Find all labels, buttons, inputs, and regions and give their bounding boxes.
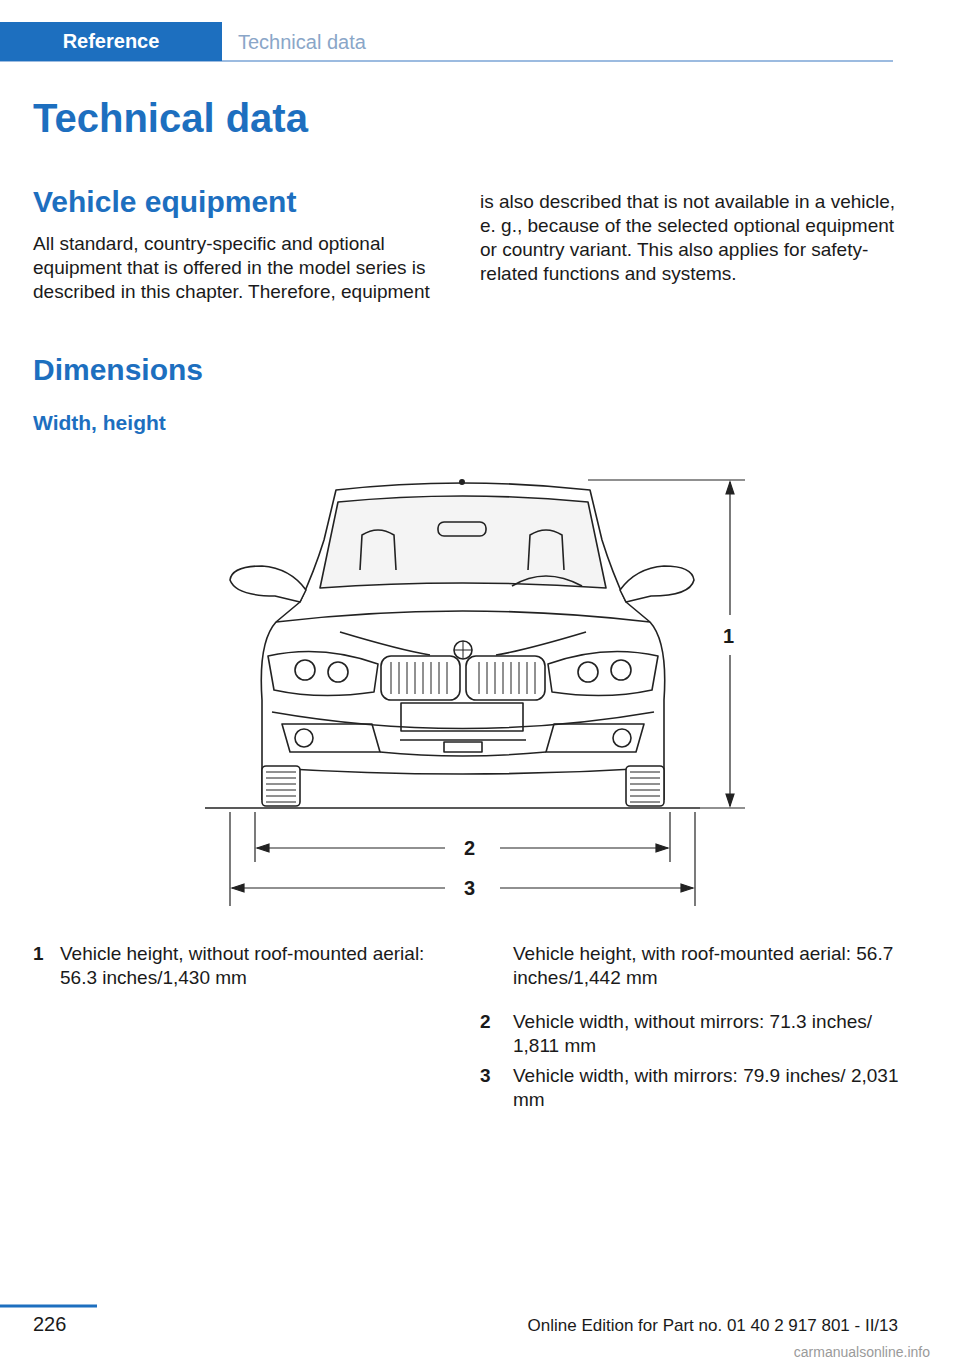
body-paragraph: is also described that is not available …	[480, 190, 900, 286]
section-heading: Dimensions	[33, 352, 203, 388]
callout-number: 1	[720, 624, 737, 648]
list-number: 3	[480, 1064, 491, 1088]
car-front-view	[205, 480, 700, 808]
list-text: Vehicle height, with roof-mounted aerial…	[513, 942, 903, 990]
watermark: carmanualsonline.info	[794, 1344, 930, 1361]
footer-text: Online Edition for Part no. 01 40 2 917 …	[528, 1316, 898, 1336]
list-text: Vehicle height, without roof-mounted aer…	[60, 942, 455, 990]
list-number: 2	[480, 1010, 491, 1034]
tab-label: Reference	[63, 30, 160, 53]
sub-heading: Width, height	[33, 410, 166, 435]
callout-number: 3	[460, 876, 479, 900]
section-tab: Reference	[0, 22, 222, 61]
footer-rule	[0, 1305, 97, 1308]
body-paragraph: All standard, country-specific and optio…	[33, 232, 453, 304]
page-number: 226	[33, 1312, 66, 1336]
page-title: Technical data	[33, 94, 308, 142]
list-text: Vehicle width, with mirrors: 79.9 inches…	[513, 1064, 903, 1112]
section-heading: Vehicle equipment	[33, 184, 296, 220]
dimension-lines	[230, 480, 745, 906]
header-section: Technical data	[238, 30, 366, 54]
list-text: Vehicle width, without mirrors: 71.3 inc…	[513, 1010, 903, 1058]
list-number: 1	[33, 942, 44, 966]
callout-number: 2	[460, 836, 479, 860]
